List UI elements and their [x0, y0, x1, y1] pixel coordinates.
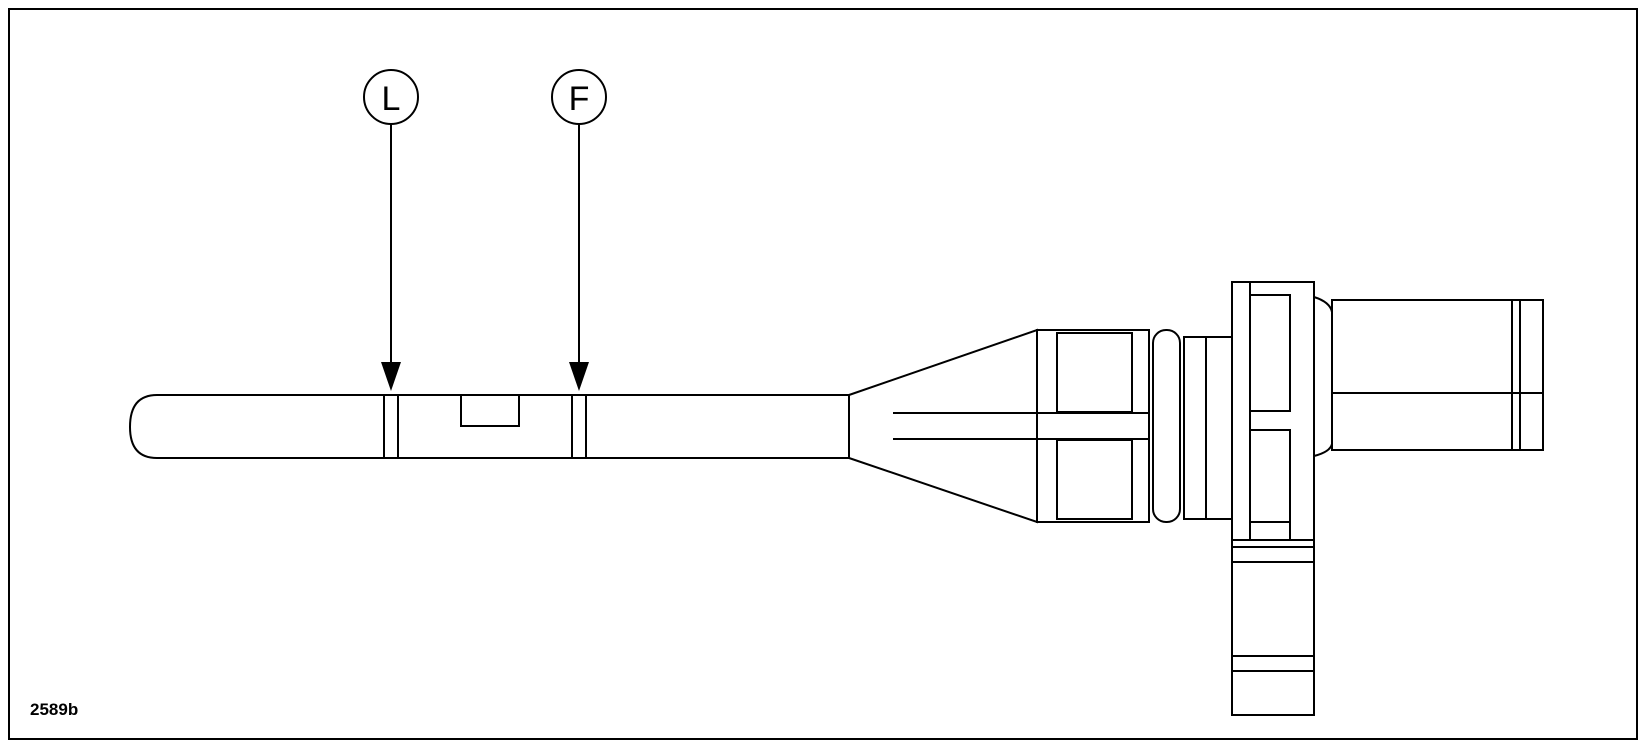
diagram-frame: [8, 8, 1638, 740]
full-level-mark: [571, 395, 587, 458]
callout-f: F: [551, 69, 607, 391]
dipstick-body: [1036, 329, 1150, 523]
dipstick-blade: [128, 394, 850, 459]
spacer-collar: [1183, 336, 1233, 520]
arrow-down-icon: [569, 362, 589, 391]
tapered-neck: [848, 328, 1038, 524]
connector-housing: [1313, 295, 1544, 458]
callout-f-label: F: [569, 80, 590, 118]
figure-reference: 2589b: [30, 700, 79, 719]
seal-ring: [1152, 329, 1181, 523]
sensor-window: [460, 394, 520, 427]
flange-assembly: [1231, 281, 1315, 716]
callout-l-label: L: [382, 80, 401, 118]
callout-l: L: [363, 69, 419, 391]
low-level-mark: [383, 395, 399, 458]
arrow-down-icon: [381, 362, 401, 391]
